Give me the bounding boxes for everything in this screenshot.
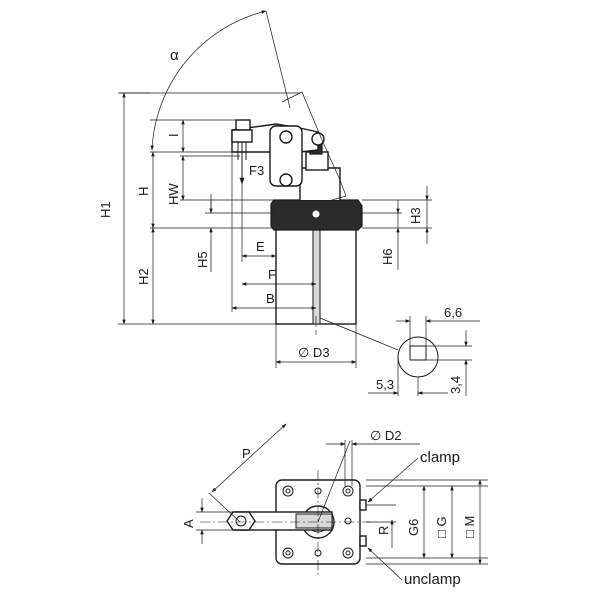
label-H: H xyxy=(136,187,151,196)
label-H5: H5 xyxy=(195,251,210,268)
detail-circle xyxy=(397,336,439,378)
label-G6: G6 xyxy=(406,519,421,536)
detail-offset-label: 5,3 xyxy=(376,377,394,392)
flange-center-mark xyxy=(312,210,320,218)
label-I: I xyxy=(166,133,181,137)
detail-leader xyxy=(319,317,399,351)
detail-view: 6,6 5,3 3,4 xyxy=(368,305,480,396)
keyway xyxy=(409,345,427,361)
label-D3: ∅ D3 xyxy=(298,345,330,360)
clamp-port xyxy=(359,499,367,511)
spindle-nut xyxy=(235,119,251,131)
dim-P xyxy=(211,423,287,493)
label-R: R xyxy=(376,526,391,535)
arm-housing xyxy=(299,167,341,200)
unclamp-label: unclamp xyxy=(404,571,461,588)
label-P: P xyxy=(242,446,251,461)
label-E: E xyxy=(256,239,265,254)
label-B: B xyxy=(266,291,275,306)
upper-pivot-pin xyxy=(279,130,293,144)
unclamp-port xyxy=(359,535,367,547)
label-H2: H2 xyxy=(136,268,151,285)
label-HW: HW xyxy=(166,183,181,205)
label-M: □ M xyxy=(462,516,477,538)
piston-rod-slot xyxy=(312,227,321,325)
detail-width-label: 6,6 xyxy=(444,305,462,320)
label-H3: H3 xyxy=(408,207,423,224)
detail-height-label: 3,4 xyxy=(448,376,463,394)
arm-open-position xyxy=(281,91,347,201)
label-A: A xyxy=(181,519,196,528)
arm-pivot-pin xyxy=(311,132,325,146)
label-H1: H1 xyxy=(98,201,113,218)
side-view: α F3 H1 H I HW H2 H5 xyxy=(98,10,432,368)
label-F: F xyxy=(268,267,276,282)
angle-arc xyxy=(150,10,267,151)
top-view: P A ∅ D2 clamp unclamp R G6 □ G □ M xyxy=(181,423,488,588)
clamp-label: clamp xyxy=(420,449,460,466)
label-F3: F3 xyxy=(249,163,264,178)
lower-pivot-pin xyxy=(279,173,293,187)
label-G: □ G xyxy=(434,516,449,538)
arm-block xyxy=(305,151,329,171)
spindle-nut-lower xyxy=(231,129,253,143)
angle-label: α xyxy=(170,47,179,64)
label-D2: ∅ D2 xyxy=(370,428,402,443)
spindle-hex xyxy=(226,511,256,531)
label-H6: H6 xyxy=(380,248,395,265)
